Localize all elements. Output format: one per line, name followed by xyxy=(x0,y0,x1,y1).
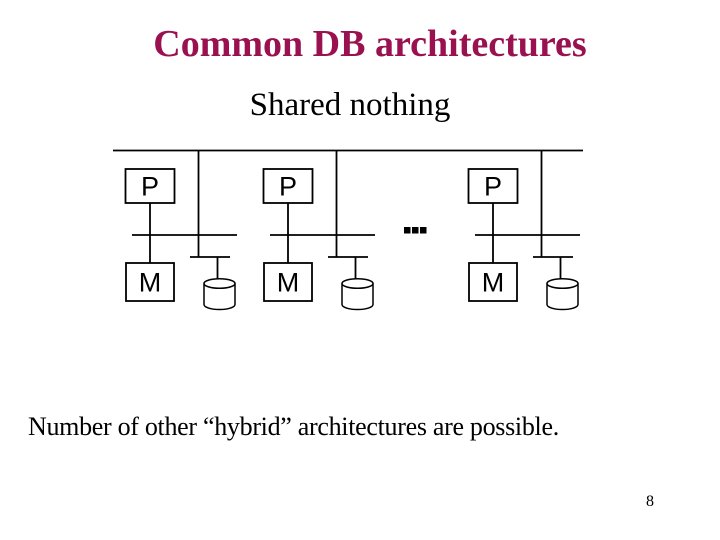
memory-label: M xyxy=(277,268,300,298)
memory-label: M xyxy=(482,268,505,298)
disk-body xyxy=(546,283,579,311)
processor-label: P xyxy=(484,172,502,202)
ellipsis-dot xyxy=(420,227,427,234)
memory-box xyxy=(263,262,313,302)
node-3: PM xyxy=(467,150,580,311)
disk-cylinder-icon xyxy=(546,277,579,311)
disk-top xyxy=(546,277,579,290)
processor-box xyxy=(124,168,176,204)
node-1: PM xyxy=(124,150,237,311)
ellipsis-dots xyxy=(404,227,427,234)
node-2: PM xyxy=(262,150,375,311)
slide-subtitle: Shared nothing xyxy=(249,87,451,123)
disk-top xyxy=(341,277,374,290)
disk-cylinder-icon xyxy=(341,277,374,311)
processor-box xyxy=(262,168,314,204)
disk-body xyxy=(341,283,374,311)
slide-title: Common DB architectures xyxy=(153,23,587,65)
processor-box xyxy=(467,168,519,204)
disk-body xyxy=(203,283,236,311)
processor-label: P xyxy=(279,172,297,202)
disk-top xyxy=(203,277,236,290)
disk-cylinder-icon xyxy=(203,277,236,311)
slide-note: Number of other “hybrid” architectures a… xyxy=(28,412,559,441)
memory-box xyxy=(468,262,518,302)
processor-label: P xyxy=(141,172,159,202)
page-number: 8 xyxy=(646,493,654,510)
ellipsis-dot xyxy=(412,227,419,234)
memory-label: M xyxy=(139,268,162,298)
ellipsis-dot xyxy=(404,227,411,234)
memory-box xyxy=(125,262,175,302)
